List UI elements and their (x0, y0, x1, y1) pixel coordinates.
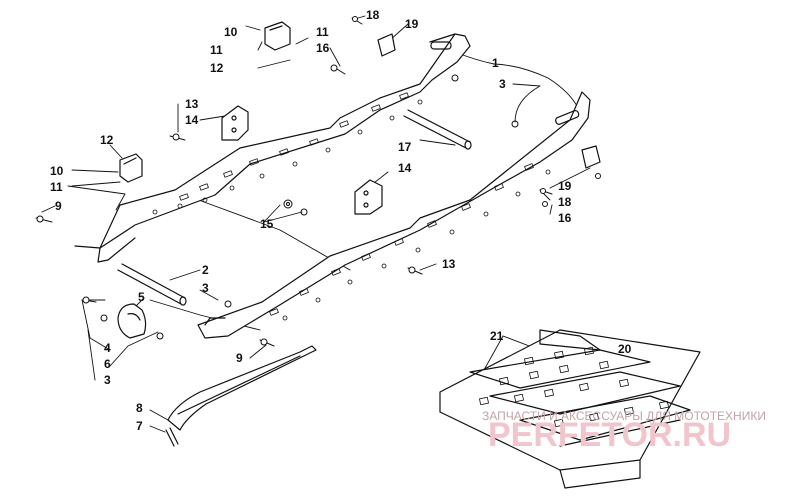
callout-13-upper: 13 (185, 97, 199, 111)
idler-wheel (117, 303, 147, 339)
fasteners (35, 16, 601, 347)
callout-10-lower: 10 (50, 164, 64, 178)
callout-12-upper: 12 (210, 61, 224, 75)
callout-2: 2 (202, 263, 209, 277)
callout-18-lower: 18 (558, 195, 572, 209)
bumper-upper (264, 21, 291, 51)
callout-6: 6 (104, 357, 111, 371)
callout-3-upper: 3 (499, 77, 506, 91)
callout-20: 20 (618, 342, 632, 356)
rail-front (197, 91, 591, 339)
callout-9-lower: 9 (236, 351, 243, 365)
callout-14-upper: 14 (185, 113, 199, 127)
callout-21: 21 (490, 329, 504, 343)
callout-5: 5 (138, 290, 145, 304)
callout-12-lower: 12 (100, 133, 114, 147)
watermark: PERFETOR.RU ЗАПЧАСТИ И АКСЕССУАРЫ ДЛЯ МО… (482, 409, 766, 454)
callouts: 10 11 12 11 16 18 19 1 3 13 14 12 10 11 … (50, 8, 632, 433)
rail-back (74, 33, 471, 263)
track-belt (439, 329, 701, 489)
bracket-back (221, 105, 249, 141)
watermark-tagline: ЗАПЧАСТИ И АКСЕССУАРЫ ДЛЯ МОТОТЕХНИКИ (482, 409, 766, 423)
bracket-front (354, 179, 383, 215)
callout-11-lower: 11 (50, 180, 63, 194)
bracket-top (377, 33, 601, 169)
cross-shafts (117, 109, 472, 306)
callout-3-middle: 3 (202, 281, 209, 295)
callout-16-upper: 16 (316, 41, 330, 55)
callout-10-upper: 10 (224, 25, 238, 39)
callout-14-lower: 14 (398, 161, 412, 175)
callout-19-lower: 19 (558, 179, 572, 193)
callout-13-lower: 13 (442, 257, 456, 271)
callout-4: 4 (104, 341, 111, 355)
callout-11-upper-right: 11 (316, 25, 329, 39)
callout-8: 8 (136, 401, 143, 415)
callout-16-lower: 16 (558, 211, 572, 225)
callout-15: 15 (260, 217, 274, 231)
callout-9-upper: 9 (55, 199, 62, 213)
watermark-brand: PERFETOR.RU (488, 416, 731, 454)
callout-1: 1 (492, 56, 499, 70)
callout-19-upper: 19 (405, 17, 419, 31)
callout-17: 17 (398, 140, 412, 154)
wear-strip (165, 345, 317, 447)
callout-7: 7 (136, 419, 143, 433)
callout-18-upper: 18 (366, 8, 380, 22)
callout-3-lower: 3 (104, 373, 111, 387)
callout-11-upper-left: 11 (210, 43, 223, 57)
bumper-lower (119, 153, 143, 183)
